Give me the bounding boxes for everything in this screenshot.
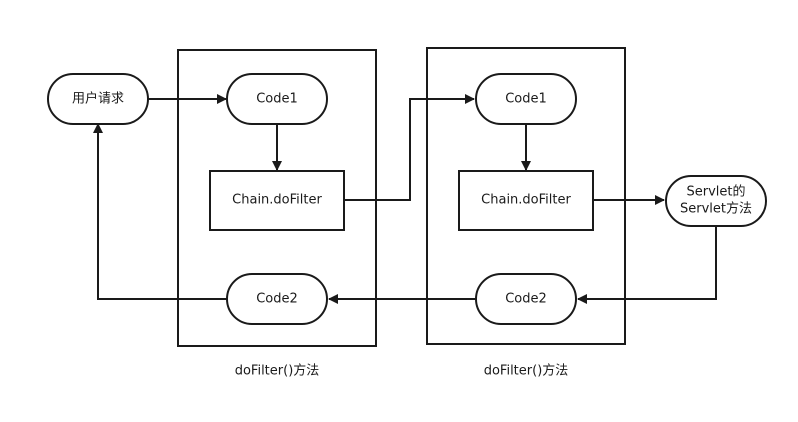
request-label: 用户请求 (72, 91, 124, 107)
filter2-code1-node: Code1 (475, 73, 577, 125)
filter1-code1-node: Code1 (226, 73, 328, 125)
filter2-code2-label: Code2 (505, 292, 547, 307)
request-node: 用户请求 (47, 73, 149, 125)
servlet-node: Servlet的 Servlet方法 (665, 175, 767, 227)
filter1-chain-node: Chain.doFilter (209, 170, 345, 231)
filter1-container (177, 49, 377, 347)
filter2-caption: doFilter()方法 (484, 363, 569, 379)
filter1-code2-label: Code2 (256, 292, 298, 307)
edge-filter1-chain-to-filter2-code1 (344, 94, 475, 201)
filter1-code1-label: Code1 (256, 92, 298, 107)
filter2-code1-label: Code1 (505, 92, 547, 107)
filter1-caption: doFilter()方法 (235, 363, 320, 379)
filter2-container (426, 47, 626, 345)
filter1-code2-node: Code2 (226, 273, 328, 325)
edge-filter1-code2-to-request (93, 123, 227, 300)
filter2-chain-label: Chain.doFilter (481, 193, 571, 208)
filter1-chain-label: Chain.doFilter (232, 193, 322, 208)
filter2-code2-node: Code2 (475, 273, 577, 325)
servlet-label-line2: Servlet方法 (680, 201, 752, 217)
edge-servlet-to-filter2-code2 (577, 226, 717, 304)
servlet-label-line1: Servlet的 (687, 184, 746, 200)
filter2-chain-node: Chain.doFilter (458, 170, 594, 231)
